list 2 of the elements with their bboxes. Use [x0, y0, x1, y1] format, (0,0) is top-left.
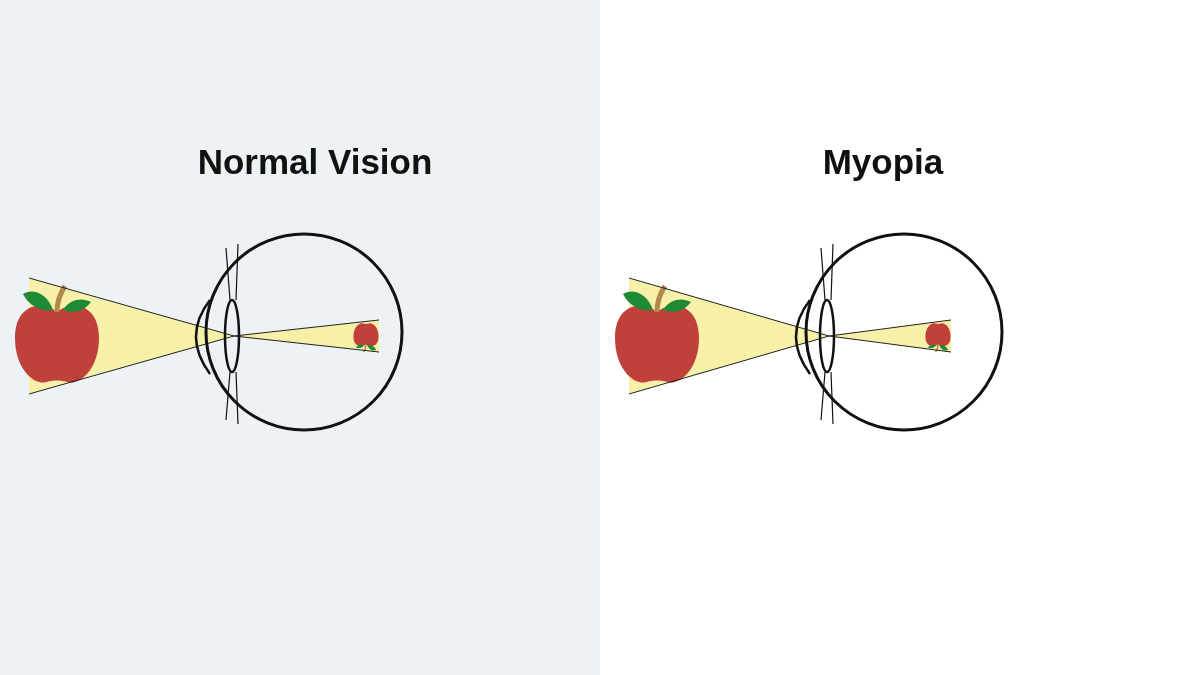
- panel-heading: Myopia: [822, 141, 944, 183]
- panel-heading: Normal Vision: [197, 141, 433, 183]
